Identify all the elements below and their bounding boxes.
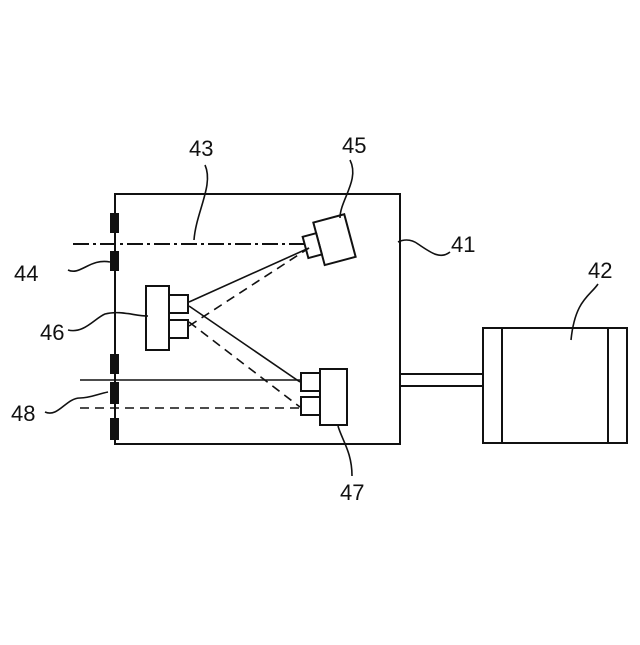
label-43: 43	[189, 136, 213, 161]
label-44: 44	[14, 261, 38, 286]
wall-element-5	[110, 418, 119, 440]
element-46-upper-port	[169, 295, 188, 313]
label-46: 46	[40, 320, 64, 345]
leader-44	[68, 261, 110, 271]
element-46	[146, 286, 188, 350]
element-47	[301, 369, 347, 425]
element-45	[300, 214, 356, 268]
wall-element-4	[110, 382, 119, 404]
element-46-body	[146, 286, 169, 350]
element-47-upper-port	[301, 373, 320, 391]
device-42	[483, 328, 627, 443]
leader-45	[340, 160, 353, 218]
element-47-body	[320, 369, 347, 425]
label-41: 41	[451, 232, 475, 257]
element-47-lower-port	[301, 397, 320, 415]
leader-46	[68, 313, 148, 331]
wall-element-2	[110, 251, 119, 271]
wall-element-3	[110, 354, 119, 374]
leader-48	[45, 392, 108, 413]
element-45-body	[313, 214, 355, 265]
beam-46-47-dashed	[189, 322, 300, 407]
label-45: 45	[342, 133, 366, 158]
leader-41	[398, 240, 450, 255]
beam-45-46-solid	[189, 248, 309, 302]
element-46-lower-port	[169, 320, 188, 338]
wall-element-1	[110, 213, 119, 233]
beam-45-46-dashed	[189, 248, 309, 326]
leader-lines	[45, 160, 598, 476]
label-42: 42	[588, 258, 612, 283]
label-48: 48	[11, 401, 35, 426]
label-47: 47	[340, 480, 364, 505]
leader-47	[338, 426, 352, 476]
beam-46-47-solid	[189, 306, 300, 382]
leader-42	[571, 284, 598, 340]
device-42-body	[483, 328, 627, 443]
leader-43	[194, 165, 208, 240]
